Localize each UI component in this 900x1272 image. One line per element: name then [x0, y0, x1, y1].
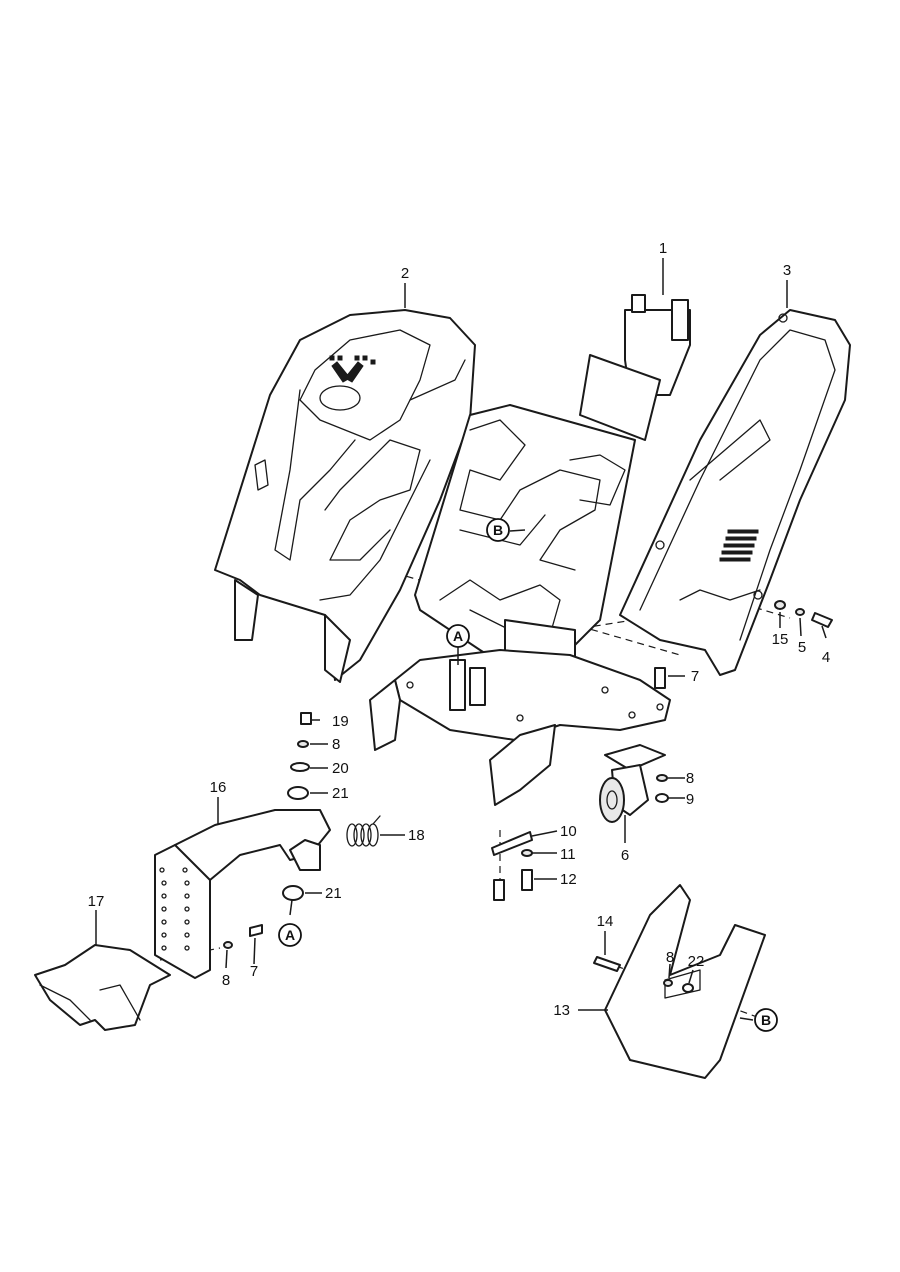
callout-5: 5 — [798, 639, 806, 656]
callout-22: 22 — [688, 953, 705, 970]
callout-16: 16 — [210, 779, 227, 796]
part-3-side-shell — [619, 309, 851, 676]
svg-text:B: B — [493, 522, 503, 538]
callout-2: 2 — [401, 265, 409, 282]
callout-7-upper: 7 — [691, 668, 699, 685]
callout-9: 9 — [686, 791, 694, 808]
callout-1: 1 — [659, 240, 667, 257]
callout-8-left-upper: 8 — [332, 736, 340, 753]
callout-10: 10 — [560, 823, 577, 840]
callout-17: 17 — [88, 893, 105, 910]
leader-lines — [95, 258, 827, 1021]
part-1-seat-column — [369, 294, 691, 806]
callout-6: 6 — [621, 847, 629, 864]
callout-14: 14 — [597, 913, 614, 930]
callout-21-upper: 21 — [332, 785, 349, 802]
ref-marker-b-upper: B — [486, 518, 510, 542]
callout-15: 15 — [772, 631, 789, 648]
callout-21-lower: 21 — [325, 885, 342, 902]
part-16-footrest-arm — [154, 809, 331, 979]
callout-4: 4 — [822, 649, 830, 666]
callout-3: 3 — [783, 262, 791, 279]
callout-13: 13 — [553, 1002, 570, 1019]
part-13-back-plate — [604, 884, 766, 1079]
callout-18: 18 — [408, 827, 425, 844]
callout-19: 19 — [332, 713, 349, 730]
ref-marker-b-lower: B — [754, 1008, 778, 1032]
svg-text:A: A — [285, 927, 295, 943]
part-18-spring — [346, 815, 381, 847]
callout-7-footrest: 7 — [250, 963, 258, 980]
callout-8-castor: 8 — [686, 770, 694, 787]
callout-labels: 1 2 3 4 5 15 6 7 19 8 20 21 8 9 10 11 12… — [88, 240, 831, 1019]
reference-markers: A A B B — [278, 518, 778, 1032]
ref-marker-a-upper: A — [446, 624, 470, 648]
callout-11: 11 — [560, 846, 576, 863]
callout-8-backplate: 8 — [666, 949, 674, 966]
svg-text:A: A — [453, 628, 463, 644]
ref-marker-a-lower: A — [278, 923, 302, 947]
callout-8-footrest: 8 — [222, 972, 230, 989]
part-6-castor-wheel — [599, 744, 666, 823]
part-17-foot-plate — [34, 944, 171, 1031]
part-2-rear-cover — [214, 309, 476, 683]
callout-12: 12 — [560, 871, 577, 888]
callout-20: 20 — [332, 760, 349, 777]
svg-text:B: B — [761, 1012, 771, 1028]
hardware-fasteners — [223, 600, 833, 993]
